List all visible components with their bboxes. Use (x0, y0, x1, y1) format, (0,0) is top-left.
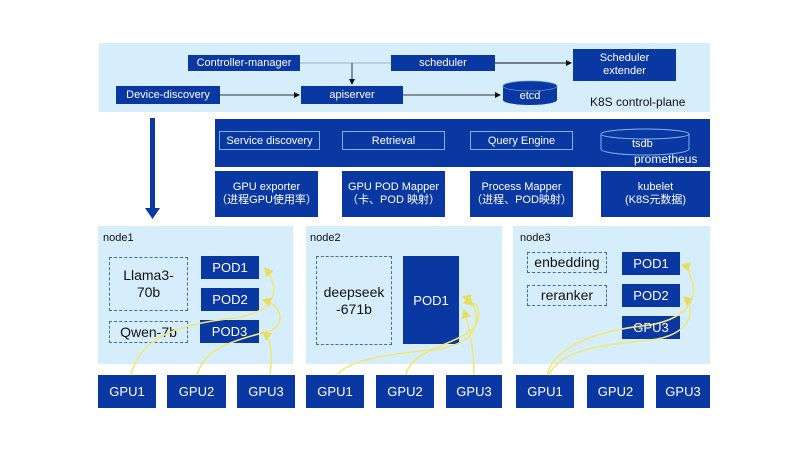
node1-gpu3[interactable]: GPU3 (237, 375, 295, 408)
node3-pod1[interactable]: POD1 (622, 252, 680, 275)
retrieval-box[interactable]: Retrieval (342, 131, 445, 150)
gpu-pod-mapper-box[interactable]: GPU POD Mapper （卡、POD 映射） (342, 171, 445, 217)
scheduler-box[interactable]: scheduler (391, 55, 495, 71)
model-enbedding[interactable]: enbedding (527, 252, 607, 273)
scheduler-extender-line1: Scheduler (599, 52, 650, 64)
process-mapper-box[interactable]: Process Mapper （进程、POD映射） (470, 171, 573, 217)
model-qwen-7b[interactable]: Qwen-7b (109, 321, 188, 343)
node3-pod2[interactable]: POD2 (622, 284, 680, 307)
prometheus-panel (215, 119, 710, 167)
node3-gpu1[interactable]: GPU1 (516, 375, 574, 408)
node1-gpu2[interactable]: GPU2 (167, 375, 226, 408)
service-discovery-box[interactable]: Service discovery (219, 131, 320, 150)
scheduler-extender-box[interactable]: Scheduler extender (573, 49, 676, 81)
apiserver-box[interactable]: apiserver (301, 86, 403, 104)
control-plane-title: K8S control-plane (590, 95, 686, 109)
kubelet-box[interactable]: kubelet (K8S元数据) (601, 171, 710, 217)
node1-gpu1[interactable]: GPU1 (98, 375, 156, 408)
node1-pod2[interactable]: POD2 (201, 288, 259, 311)
gpu-pod-mapper-title: GPU POD Mapper (347, 181, 440, 193)
process-mapper-title: Process Mapper (481, 181, 562, 193)
node3-label: node3 (520, 232, 551, 244)
node2-pod1[interactable]: POD1 (403, 256, 459, 344)
node1-label: node1 (103, 232, 134, 244)
model-deepseek-671b[interactable]: deepseek -671b (316, 256, 392, 345)
process-mapper-subtitle: （进程、POD映射） (471, 194, 572, 206)
etcd-cylinder-icon (502, 80, 558, 105)
node3-pod3[interactable]: GPU3 (622, 316, 680, 339)
node1-pod3[interactable]: POD3 (200, 320, 259, 343)
gpu-exporter-subtitle: （进程GPU使用率） (216, 194, 317, 206)
node2-label: node2 (310, 232, 341, 244)
controller-manager-box[interactable]: Controller-manager (188, 55, 300, 71)
down-arrow-icon (145, 208, 160, 219)
tsdb-label: tsdb (632, 138, 653, 150)
node1-pod1[interactable]: POD1 (201, 256, 259, 279)
node2-gpu2[interactable]: GPU2 (376, 375, 434, 408)
gpu-pod-mapper-subtitle: （卡、POD 映射） (347, 194, 440, 206)
kubelet-title: kubelet (637, 181, 674, 193)
device-discovery-box[interactable]: Device-discovery (116, 86, 220, 104)
node2-gpu1[interactable]: GPU1 (306, 375, 364, 408)
tsdb-cylinder-icon (600, 128, 690, 156)
node3-gpu3[interactable]: GPU3 (656, 375, 710, 408)
node2-gpu3[interactable]: GPU3 (446, 375, 502, 408)
node3-gpu2[interactable]: GPU2 (587, 375, 644, 408)
scheduler-extender-line2: extender (603, 65, 646, 77)
kubelet-subtitle: (K8S元数据) (624, 194, 687, 206)
gpu-exporter-box[interactable]: GPU exporter （进程GPU使用率） (215, 171, 318, 217)
model-reranker[interactable]: reranker (527, 285, 607, 306)
model-llama3-70b[interactable]: Llama3- 70b (109, 257, 188, 311)
etcd-label: etcd (519, 90, 541, 102)
prometheus-title: prometheus (634, 152, 698, 166)
gpu-exporter-title: GPU exporter (232, 181, 301, 193)
down-arrow-shaft (150, 118, 155, 210)
query-engine-box[interactable]: Query Engine (470, 131, 573, 150)
